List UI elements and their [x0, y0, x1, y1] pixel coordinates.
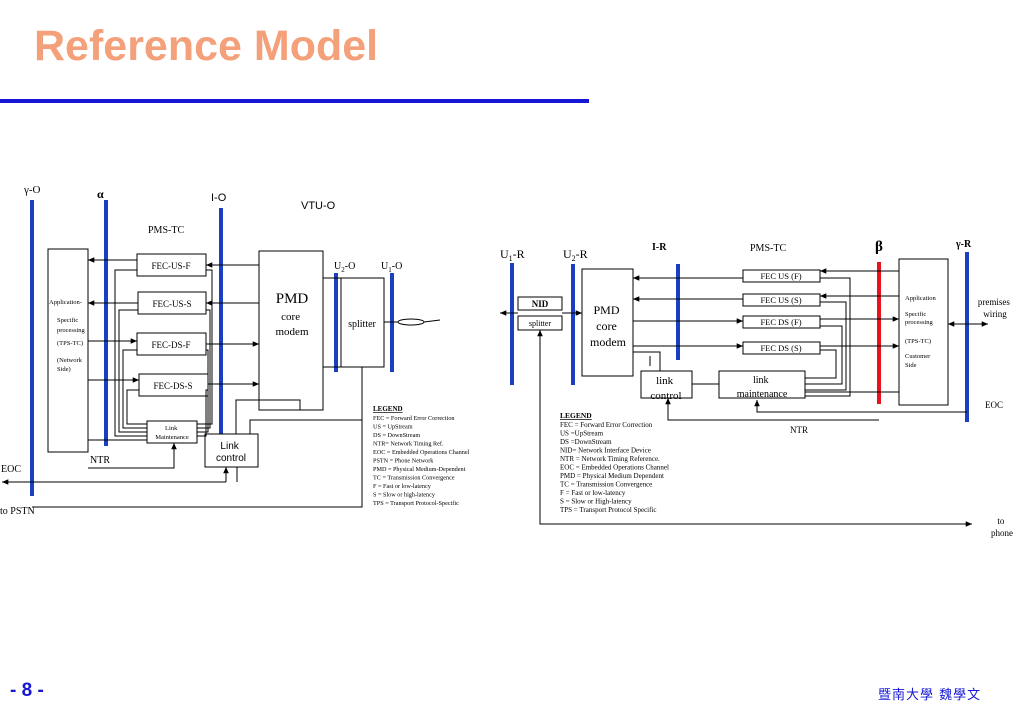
fec-us-f-label: FEC-US-F: [151, 261, 190, 271]
left-pmd-box: [258, 250, 324, 411]
left-eoc-label: EOC: [1, 464, 21, 475]
beta-label: β: [875, 239, 883, 255]
right-link-maintenance-label: link maintenance: [737, 375, 788, 400]
left-application-box: [47, 248, 89, 453]
fec-us-s-right-box: [742, 293, 821, 307]
u2-r-label: U2-R: [563, 247, 588, 263]
right-application-box: [898, 258, 949, 406]
vtu-r-diagram: U1-R U2-R I-R PMS-TC β γ-R NID splitter …: [500, 239, 1013, 538]
fec-ds-f-right-label: FEC DS (F): [760, 317, 801, 327]
fec-ds-f-right-box: [742, 315, 821, 329]
u1-o-label: U1-O: [381, 261, 402, 274]
i-r-label: I-R: [652, 242, 667, 253]
left-legend: FEC = Forward Error Correction US = UpSt…: [373, 415, 471, 507]
page-number: - 8 -: [10, 680, 44, 701]
u2-o-label: U2-O: [334, 261, 355, 274]
right-legend: FEC = Forward Error Correction US =UpStr…: [560, 421, 671, 514]
fec-ds-s-right-label: FEC DS (S): [760, 343, 801, 353]
fec-us-f-right-box: [742, 269, 821, 283]
premises-wiring-label: premises wiring: [978, 297, 1012, 319]
left-link-maintenance-label: Link Maintenance: [155, 425, 189, 441]
left-legend-title: LEGEND: [373, 405, 403, 413]
left-link-control-label: Link control: [216, 441, 246, 464]
fec-us-f-right-label: FEC US (F): [760, 271, 801, 281]
vtu-o-label: VTU-O: [301, 200, 336, 212]
right-ntr-label: NTR: [790, 425, 808, 435]
u1-r-label: U1-R: [500, 247, 525, 263]
left-ntr-label: NTR: [90, 455, 110, 466]
left-pmd-label: PMD: [276, 291, 309, 307]
right-link-control-label: link control: [650, 375, 681, 402]
footer-author: 暨南大學 魏學文: [878, 688, 982, 703]
left-pmd-sub: core modem: [276, 311, 309, 338]
right-splitter-label: splitter: [529, 319, 552, 328]
right-legend-title: LEGEND: [560, 411, 592, 420]
i-o-label: I-O: [211, 192, 227, 204]
right-pms-tc-label: PMS-TC: [750, 243, 786, 254]
nid-label: NID: [532, 299, 549, 309]
fec-ds-s-label: FEC-DS-S: [153, 381, 192, 391]
fec-ds-s-right-box: [742, 341, 821, 355]
right-application-text: Application Specific processing (TPS-TC)…: [905, 295, 937, 369]
slide-title: Reference Model: [34, 22, 379, 70]
vtu-o-diagram: γ-O α I-O VTU-O PMS-TC U2-O U1-O Applica…: [0, 184, 471, 517]
gamma-o-label: γ-O: [23, 184, 41, 196]
fec-us-s-label: FEC-US-S: [152, 299, 191, 309]
right-eoc-label: EOC: [985, 400, 1003, 410]
fec-ds-f-label: FEC-DS-F: [151, 340, 190, 350]
left-link-control-box: [204, 433, 259, 468]
left-application-text: Application- Specific processing (TPS-TC…: [49, 299, 86, 373]
gamma-r-label: γ-R: [955, 239, 972, 250]
right-pmd-box: [581, 268, 634, 377]
alpha-label: α: [97, 187, 104, 201]
left-pms-tc-label: PMS-TC: [148, 225, 184, 236]
fec-us-s-right-label: FEC US (S): [760, 295, 801, 305]
to-phone-label: to phone: [991, 516, 1013, 538]
title-underline: [0, 99, 589, 103]
nid-box: [517, 296, 563, 311]
left-splitter-label: splitter: [348, 319, 376, 330]
to-pstn-label: to PSTN: [0, 506, 35, 517]
right-pmd-label: PMD core modem: [590, 303, 627, 349]
